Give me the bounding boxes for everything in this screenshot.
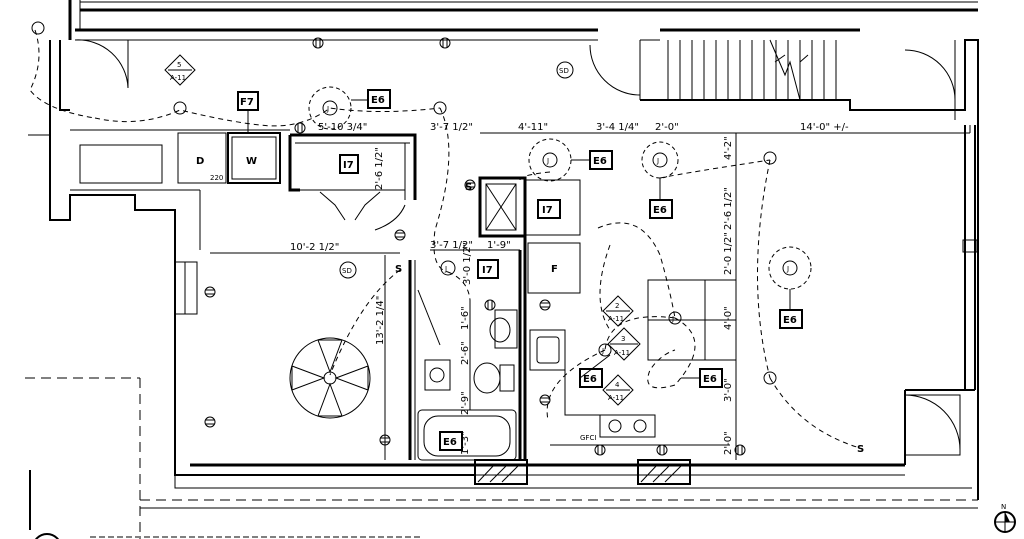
j-label-7: J [601, 347, 604, 355]
smoke-detector-2: SD [342, 267, 352, 275]
dim-3: 4'-11" [518, 122, 548, 133]
gfci-label: GFCI [580, 434, 596, 442]
dim-10: 4'-0" [723, 306, 734, 330]
dim-7: 4'-2" [723, 136, 734, 160]
dim-4: 3'-4 1/4" [596, 122, 639, 133]
tag-i7-3: I7 [482, 265, 493, 276]
j-label-3: J [656, 157, 659, 165]
dim-1: 5'-10 3/4" [318, 122, 367, 133]
door-swings [74, 39, 961, 456]
dim-17: 13'-2 1/4" [375, 296, 386, 345]
tag-i7-1: I7 [343, 160, 354, 171]
tag-i7-2: I7 [542, 205, 553, 216]
dim-21: 2'-9" [460, 391, 471, 415]
left-window [174, 261, 198, 315]
tag-e6-5: E6 [703, 374, 717, 385]
dim-16: 3'-0 1/2" [462, 242, 473, 285]
tag-e6-4: E6 [783, 315, 797, 326]
dim-8: 2'-6 1/2" [723, 187, 734, 230]
north-arrow [994, 511, 1016, 533]
dim-12: 2'-0" [723, 431, 734, 455]
circuit-wiring [29, 29, 861, 449]
dryer-label: D [196, 156, 204, 167]
dryer-voltage: 220 [210, 174, 223, 182]
dim-6: 14'-0" +/- [800, 122, 849, 133]
j-label-5: J [444, 265, 447, 273]
section-4-num: 4 [615, 381, 620, 389]
j-label-6: J [671, 315, 674, 323]
section-markers [164, 54, 641, 406]
tag-e6-1: E6 [371, 95, 385, 106]
closet-room [288, 133, 417, 231]
section-5-num: 5 [177, 61, 181, 69]
j-label-2: J [546, 157, 549, 165]
tag-e6-2: E6 [593, 156, 607, 167]
dim-11: 3'-0" [723, 378, 734, 402]
dim-13: 10'-2 1/2" [290, 242, 339, 253]
exterior-walls [25, 0, 979, 539]
tag-e6-3: E6 [653, 205, 667, 216]
tag-boxes [237, 89, 803, 451]
section-3-num: 3 [621, 335, 625, 343]
dim-18: 2'-6 1/2" [374, 147, 385, 190]
tag-f: F [551, 264, 558, 275]
dim-20: 2'-6" [460, 341, 471, 365]
outlets [204, 37, 746, 456]
tag-e6-7: E6 [443, 437, 457, 448]
laundry-area [70, 129, 290, 250]
section-3-sheet: A-11 [614, 349, 630, 357]
switch-3: S [857, 444, 864, 455]
switch-1: S [465, 182, 472, 193]
bathroom [408, 176, 581, 461]
stairs [667, 39, 837, 101]
tag-f7: F7 [240, 97, 254, 108]
section-2-num: 2 [615, 302, 619, 310]
ceiling-fan [289, 337, 371, 419]
smoke-detector-1: SD [559, 67, 569, 75]
windows [474, 459, 691, 485]
dim-19: 1'-6" [460, 306, 471, 330]
dim-9: 2'-0 1/2" [723, 232, 734, 275]
j-label-4: J [786, 265, 789, 273]
washer-label: W [246, 156, 257, 167]
switch-2: S [395, 264, 402, 275]
j-label-1: J [326, 105, 329, 113]
section-2-sheet: A-11 [608, 315, 624, 323]
junction-boxes [31, 21, 812, 385]
dim-15: 1'-9" [487, 240, 511, 251]
section-5-sheet: A-11 [170, 74, 186, 82]
dimension-lines [210, 125, 971, 460]
dim-5: 2'-0" [655, 122, 679, 133]
dim-2: 3'-7 1/2" [430, 122, 473, 133]
dim-22: 1'-3" [460, 431, 471, 455]
dim-14: 3'-7 1/2" [430, 240, 473, 251]
section-4-sheet: A-11 [608, 394, 624, 402]
tag-leaders [247, 99, 791, 379]
north-label: N [1001, 503, 1006, 511]
tag-e6-6: E6 [583, 374, 597, 385]
